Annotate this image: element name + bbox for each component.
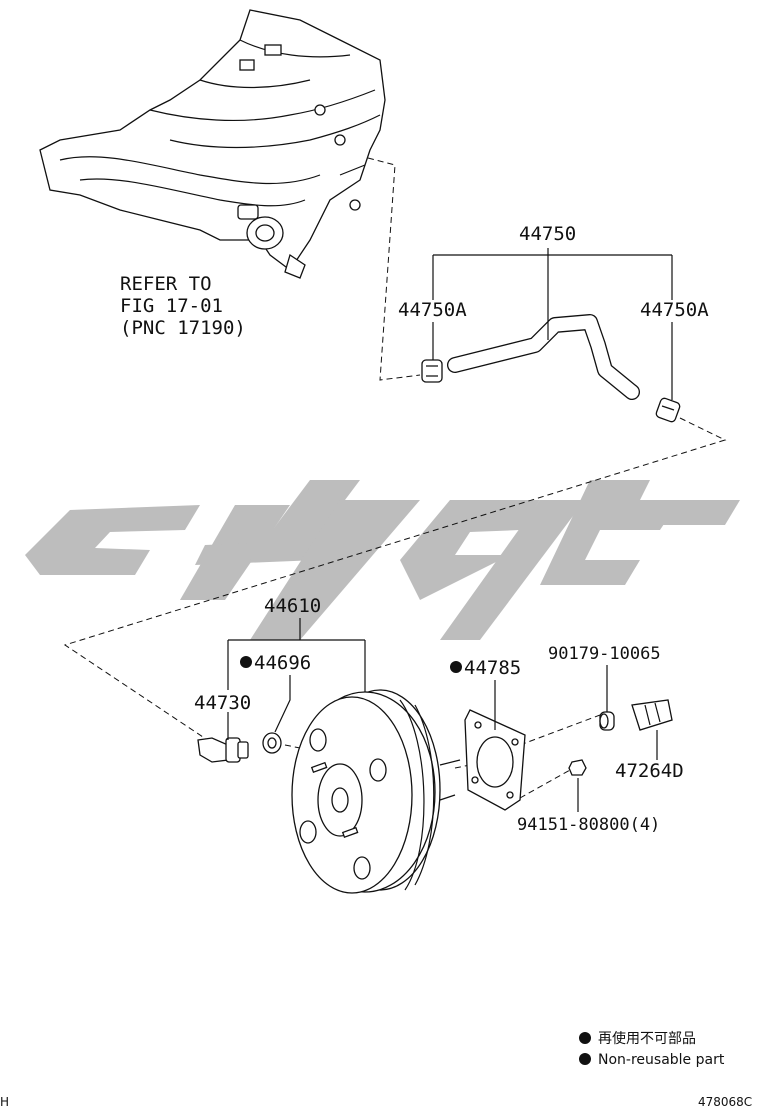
label-gasket-booster: 44785: [464, 657, 521, 679]
bushing: [599, 711, 615, 731]
intake-manifold: [39, 9, 386, 279]
label-hose-assy: 44750: [519, 223, 576, 245]
label-gasket-small: 44696: [254, 652, 311, 674]
check-valve: [197, 737, 249, 763]
footer-left-mark: H: [0, 1095, 9, 1109]
label-clip-right: 44750A: [640, 299, 709, 321]
nut: [568, 759, 587, 776]
label-refer-line1: REFER TO: [120, 273, 212, 295]
watermark-logo: [25, 480, 740, 640]
vacuum-hose: [447, 314, 640, 400]
label-nut: 94151-80800(4): [517, 815, 660, 835]
label-bracket: 47264D: [615, 760, 684, 782]
label-booster-assy: 44610: [264, 595, 321, 617]
figure-code: 478068C: [698, 1095, 752, 1109]
leader-lines: [227, 248, 673, 812]
bracket: [631, 699, 673, 731]
booster-gasket: [464, 709, 526, 811]
legend-non-reusable-en: Non-reusable part: [598, 1052, 725, 1068]
non-reusable-marker-44696: [240, 656, 252, 668]
brake-booster: [291, 689, 461, 894]
legend-marker-jp: [579, 1032, 591, 1044]
non-reusable-marker-44785: [450, 661, 462, 673]
legend-marker-en: [579, 1053, 591, 1065]
label-bushing: 90179-10065: [548, 644, 661, 664]
label-clip-left: 44750A: [398, 299, 467, 321]
hose-clip-right: [655, 397, 681, 423]
grommet: [262, 732, 282, 754]
label-refer-line2: FIG 17-01: [120, 295, 223, 317]
label-check-valve: 44730: [194, 692, 251, 714]
label-refer-line3: (PNC 17190): [120, 317, 246, 339]
hose-clip-left: [421, 359, 443, 383]
legend-non-reusable-jp: 再使用不可部品: [598, 1030, 696, 1047]
